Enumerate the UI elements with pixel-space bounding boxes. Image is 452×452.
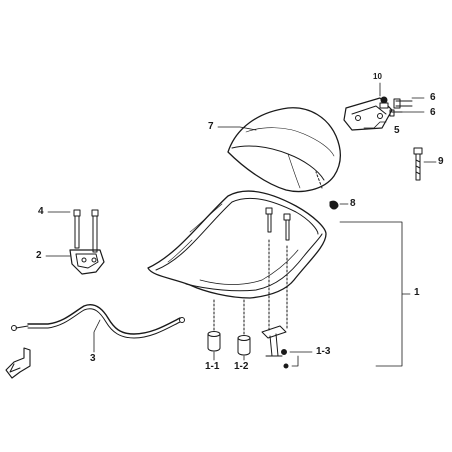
long-bolt bbox=[413, 147, 423, 181]
latch-hook bbox=[261, 325, 289, 369]
callout-1: 1 bbox=[414, 287, 420, 298]
callout-10: 10 bbox=[373, 72, 382, 81]
seat-bolts bbox=[265, 207, 291, 331]
callout-4: 4 bbox=[38, 206, 44, 217]
callout-5: 5 bbox=[394, 125, 400, 136]
callout-6-upper: 6 bbox=[430, 92, 436, 103]
callout-6-lower: 6 bbox=[430, 107, 436, 118]
leader-lines bbox=[45, 82, 437, 367]
main-seat bbox=[147, 190, 327, 299]
callout-1-3: 1-3 bbox=[316, 346, 331, 357]
callout-3: 3 bbox=[90, 353, 96, 364]
pillion-seat bbox=[227, 107, 341, 193]
release-cable bbox=[5, 304, 185, 379]
rubber-bumpers bbox=[207, 299, 251, 356]
clip bbox=[315, 171, 339, 210]
seat-latch bbox=[69, 209, 105, 275]
callout-7: 7 bbox=[208, 121, 214, 132]
callout-1-1: 1-1 bbox=[205, 361, 220, 372]
callout-8: 8 bbox=[350, 198, 356, 209]
callout-1-2: 1-2 bbox=[234, 361, 249, 372]
rear-bracket bbox=[343, 96, 413, 131]
callout-2: 2 bbox=[36, 250, 42, 261]
callout-9: 9 bbox=[438, 156, 444, 167]
